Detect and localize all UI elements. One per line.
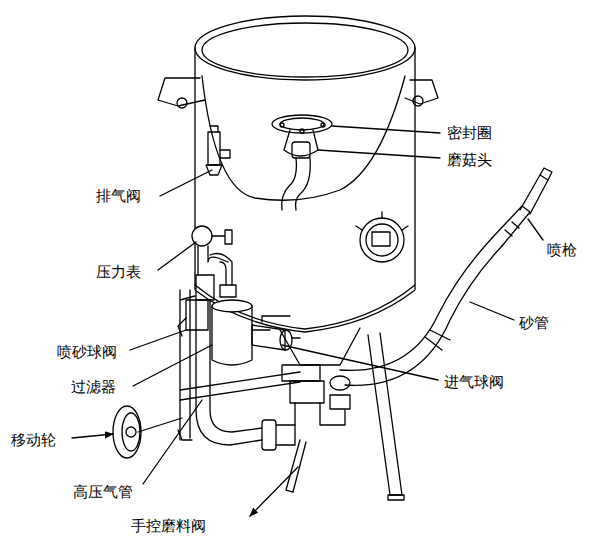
- gun-label: 喷枪: [546, 241, 578, 259]
- mushroom-head-label: 磨菇头: [446, 151, 493, 169]
- abrasive-valve-label: 手控磨料阀: [130, 517, 207, 535]
- exhaust-valve-label: 排气阀: [95, 187, 142, 205]
- air-hose-label: 高压气管: [72, 483, 134, 501]
- sand-hose-label: 砂管: [518, 314, 550, 332]
- pressure-gauge-label: 压力表: [95, 263, 142, 281]
- filter-label: 过滤器: [70, 378, 117, 396]
- blast-ball-valve-label: 喷砂球阀: [56, 343, 118, 361]
- wheel-label: 移动轮: [10, 431, 57, 449]
- seal-ring-label: 密封圈: [446, 124, 493, 142]
- air-ball-valve-label: 进气球阀: [443, 373, 505, 391]
